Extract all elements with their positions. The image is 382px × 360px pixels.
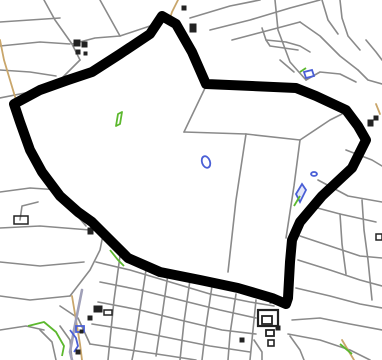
- road: [261, 27, 299, 51]
- road: [0, 325, 45, 331]
- road: [0, 69, 57, 77]
- road: [0, 295, 71, 301]
- building: [189, 23, 197, 33]
- building: [275, 325, 281, 331]
- building: [79, 329, 84, 334]
- road: [279, 59, 295, 73]
- road: [227, 293, 237, 360]
- hedge: [109, 249, 125, 267]
- building: [375, 233, 382, 241]
- road: [19, 201, 39, 221]
- road: [339, 213, 347, 275]
- road: [361, 199, 373, 301]
- road: [0, 41, 71, 47]
- building: [75, 49, 81, 55]
- building: [103, 309, 113, 316]
- stream: [69, 329, 79, 353]
- road: [39, 329, 57, 360]
- road: [183, 85, 207, 133]
- road: [295, 287, 382, 309]
- road: [285, 139, 301, 239]
- building: [367, 119, 374, 127]
- hedge: [293, 195, 301, 207]
- grass-patch: [115, 111, 123, 127]
- road: [249, 299, 257, 360]
- road: [201, 285, 213, 360]
- road: [0, 261, 85, 267]
- area-boundary[interactable]: [9, 11, 371, 309]
- road: [183, 131, 247, 135]
- road: [99, 281, 257, 319]
- road: [209, 0, 321, 31]
- road: [91, 323, 251, 353]
- vegetation-features: [27, 67, 353, 357]
- hedge: [339, 343, 353, 355]
- building: [265, 329, 275, 337]
- building: [181, 5, 187, 11]
- building: [239, 337, 245, 343]
- road: [265, 39, 311, 53]
- highlight-road: [68, 288, 84, 360]
- road: [339, 0, 361, 51]
- building: [87, 227, 94, 235]
- hedge: [299, 67, 307, 73]
- pond: [200, 155, 212, 169]
- road: [227, 133, 247, 273]
- road: [189, 0, 261, 19]
- building: [81, 41, 88, 48]
- road: [59, 305, 91, 345]
- road: [245, 133, 301, 141]
- road: [95, 261, 275, 307]
- road: [0, 17, 61, 23]
- road: [321, 0, 339, 35]
- road: [299, 235, 382, 259]
- buildings: [13, 5, 382, 355]
- building: [373, 115, 379, 121]
- road: [309, 205, 377, 223]
- building: [13, 215, 29, 225]
- road: [179, 279, 191, 360]
- road: [289, 335, 305, 360]
- building: [256, 308, 280, 328]
- hedge: [27, 321, 65, 357]
- major-road: [375, 103, 381, 115]
- building: [73, 39, 81, 47]
- road: [43, 0, 81, 61]
- building: [261, 315, 273, 325]
- road: [97, 301, 257, 335]
- building: [75, 349, 81, 355]
- road: [155, 273, 169, 357]
- boundary-outline: [9, 11, 371, 309]
- road: [291, 317, 382, 331]
- building: [83, 51, 88, 56]
- road: [253, 339, 263, 360]
- building: [93, 305, 103, 313]
- road: [274, 0, 307, 81]
- road: [365, 39, 382, 61]
- road: [107, 255, 121, 360]
- road: [0, 225, 91, 231]
- road: [287, 333, 371, 360]
- road: [299, 111, 347, 141]
- road: [131, 269, 147, 360]
- pond: [310, 171, 318, 177]
- road: [231, 21, 301, 41]
- road: [357, 69, 382, 85]
- major-road: [0, 39, 17, 101]
- pond: [75, 325, 85, 333]
- road: [299, 21, 359, 71]
- building: [267, 339, 275, 347]
- building: [87, 315, 93, 321]
- road: [99, 0, 121, 37]
- road: [69, 229, 105, 297]
- pond: [302, 68, 316, 80]
